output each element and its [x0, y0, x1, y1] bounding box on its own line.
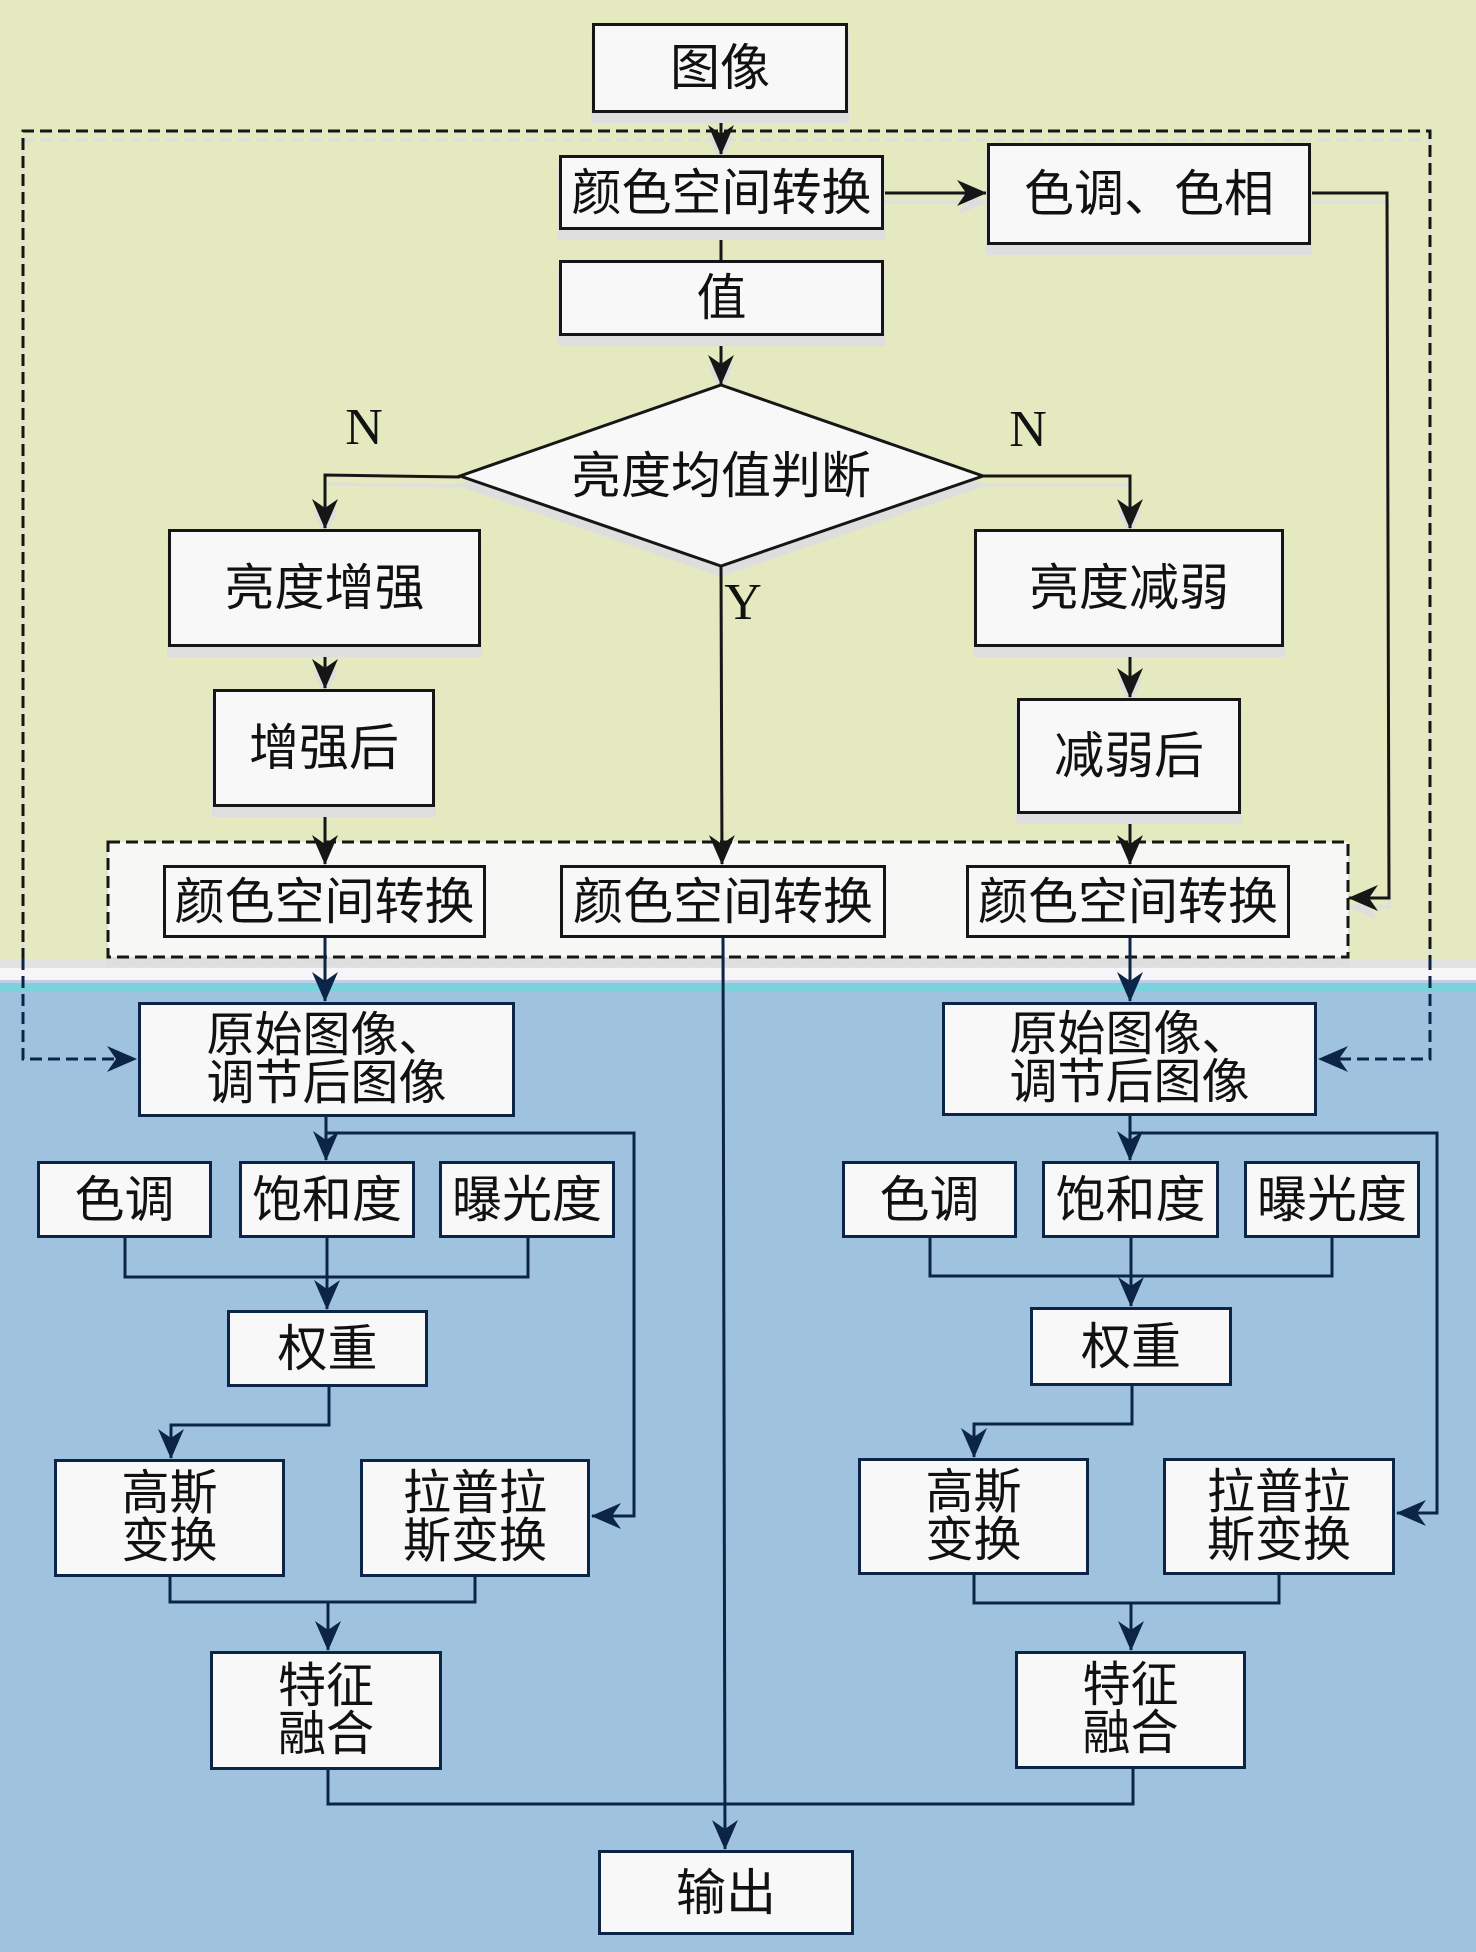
- color-space-left-node: 颜色空间转换: [163, 865, 486, 938]
- left-weight-node: 权重: [227, 1310, 428, 1387]
- enhanced-node: 增强后: [213, 689, 435, 807]
- arrow-color-space-middle-to-output: [711, 937, 738, 1850]
- left-fusion-node: 特征 融合: [210, 1651, 442, 1770]
- color-space-left-label: 颜色空间转换: [174, 873, 475, 930]
- arrow-right-source-to-laplacian: [1130, 1131, 1439, 1526]
- color-space-conversion-node: 颜色空间转换: [559, 155, 884, 230]
- left-gaussian-node: 高斯 变换: [54, 1459, 285, 1577]
- left-saturation-label: 饱和度: [252, 1171, 402, 1228]
- value-node: 值: [559, 260, 884, 336]
- line-right-transform-merge: [972, 1575, 1281, 1605]
- right-fusion-line-1: 特征: [1082, 1659, 1179, 1712]
- right-weight-node: 权重: [1030, 1307, 1232, 1386]
- left-fusion-line-1: 特征: [277, 1659, 374, 1713]
- brightness-decision-label: 亮度均值判断: [571, 448, 871, 504]
- reduced-node: 减弱后: [1017, 698, 1241, 814]
- arrow-left-source-to-laplacian: [326, 1131, 636, 1529]
- color-space-right-node: 颜色空间转换: [966, 865, 1290, 938]
- right-laplacian-line-2: 斯变换: [1206, 1513, 1351, 1567]
- hue-tone-label: 色调、色相: [1024, 166, 1274, 222]
- left-exposure-node: 曝光度: [439, 1161, 615, 1238]
- right-gaussian-line-1: 高斯: [925, 1465, 1022, 1519]
- right-saturation-node: 饱和度: [1042, 1161, 1219, 1238]
- left-weight-label: 权重: [277, 1320, 378, 1377]
- right-fusion-node: 特征 融合: [1015, 1651, 1246, 1769]
- line-fusion-output-bus: [326, 1769, 1135, 1806]
- outer-dashed-arrow-right: [1318, 958, 1432, 1072]
- left-gaussian-line-2: 变换: [121, 1515, 218, 1568]
- left-hue-node: 色调: [37, 1161, 212, 1238]
- arrow-decision-no-to-reduce: [983, 474, 1143, 529]
- left-gaussian-line-1: 高斯: [121, 1467, 218, 1520]
- color-space-right-label: 颜色空间转换: [978, 873, 1278, 930]
- region-divider-shadow: [0, 960, 1476, 968]
- edge-label-yes: Y: [724, 574, 762, 631]
- region-divider: [0, 968, 1476, 980]
- outer-dashed-arrow-left: [21, 958, 137, 1072]
- brightness-reduce-label: 亮度减弱: [1029, 560, 1229, 616]
- color-space-conversion-label: 颜色空间转换: [571, 164, 872, 221]
- right-gaussian-node: 高斯 变换: [858, 1458, 1089, 1575]
- right-hue-label: 色调: [879, 1171, 980, 1228]
- left-hue-label: 色调: [74, 1171, 175, 1228]
- brightness-reduce-node: 亮度减弱: [974, 529, 1284, 647]
- left-laplacian-line-1: 拉普拉: [402, 1467, 547, 1520]
- left-exposure-label: 曝光度: [452, 1171, 602, 1228]
- edge-label-right-no: N: [1009, 401, 1047, 458]
- arrow-decision-no-to-enhance: [312, 473, 461, 529]
- line-left-transform-merge: [168, 1577, 477, 1604]
- arrow-decision-yes-to-color-space-middle: [708, 565, 735, 865]
- image-node-label: 图像: [670, 40, 770, 96]
- enhanced-label: 增强后: [249, 720, 399, 776]
- reduced-label: 减弱后: [1054, 728, 1204, 784]
- right-exposure-label: 曝光度: [1257, 1171, 1407, 1228]
- right-hue-node: 色调: [842, 1161, 1017, 1238]
- region-divider-accent: [0, 983, 1476, 991]
- right-exposure-node: 曝光度: [1244, 1161, 1420, 1238]
- right-weight-label: 权重: [1081, 1318, 1181, 1375]
- color-space-middle-node: 颜色空间转换: [560, 865, 886, 938]
- brightness-enhance-node: 亮度增强: [168, 529, 481, 647]
- left-laplacian-line-2: 斯变换: [402, 1515, 547, 1568]
- arrow-left-weight-to-gaussian: [158, 1387, 331, 1459]
- right-gaussian-line-2: 变换: [925, 1513, 1022, 1567]
- right-fusion-line-2: 融合: [1082, 1707, 1179, 1760]
- edge-label-left-no: N: [345, 399, 383, 456]
- right-laplacian-line-1: 拉普拉: [1206, 1465, 1351, 1519]
- right-source-images-line-2: 调节后图像: [1009, 1056, 1250, 1109]
- right-laplacian-node: 拉普拉 斯变换: [1163, 1458, 1395, 1575]
- output-label: 输出: [676, 1864, 776, 1921]
- left-saturation-node: 饱和度: [239, 1161, 415, 1238]
- hue-tone-node: 色调、色相: [987, 143, 1311, 245]
- left-laplacian-node: 拉普拉 斯变换: [360, 1459, 590, 1577]
- right-source-images-line-1: 原始图像、: [1009, 1008, 1250, 1061]
- left-source-images-node: 原始图像、 调节后图像: [138, 1002, 515, 1117]
- brightness-decision-diamond: [455, 383, 988, 568]
- region-divider-line: [0, 980, 1476, 983]
- left-source-images-line-2: 调节后图像: [206, 1056, 447, 1110]
- color-space-middle-label: 颜色空间转换: [573, 873, 873, 930]
- right-saturation-label: 饱和度: [1055, 1171, 1206, 1228]
- output-node: 输出: [598, 1850, 854, 1935]
- image-node: 图像: [592, 23, 848, 113]
- value-label: 值: [696, 270, 747, 326]
- arrow-hue-tone-to-color-space-group: [1311, 191, 1391, 911]
- arrow-right-weight-to-gaussian: [961, 1386, 1134, 1458]
- right-source-images-node: 原始图像、 调节后图像: [942, 1002, 1317, 1116]
- brightness-enhance-label: 亮度增强: [224, 560, 425, 616]
- left-source-images-line-1: 原始图像、: [206, 1008, 447, 1062]
- left-fusion-line-2: 融合: [277, 1707, 374, 1761]
